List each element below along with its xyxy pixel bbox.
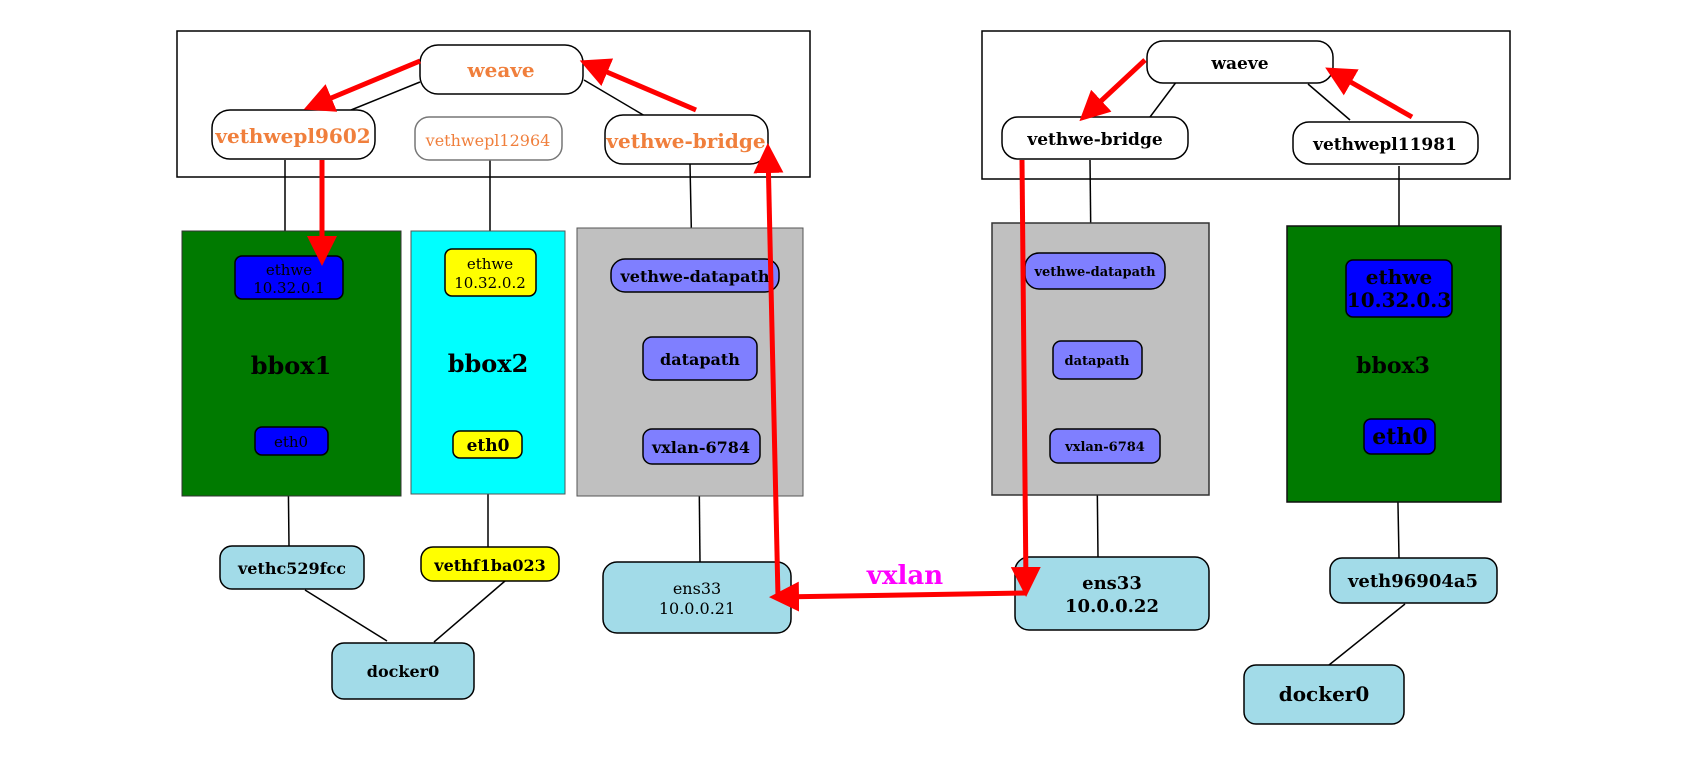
bbox2-ethwe-node[interactable] <box>444 248 537 297</box>
arrow-waeve-to-vethwe-bridge <box>1079 58 1147 122</box>
veth96904a5-label: veth96904a5 <box>1347 571 1478 592</box>
vethwe-bridge-label-host2: vethwe-bridge <box>1026 130 1162 150</box>
vethf1ba023-label: vethf1ba023 <box>433 556 545 575</box>
bbox3-ethwe-line2: 10.32.0.3 <box>1347 288 1451 312</box>
link-vethf1ba023-docker0 <box>433 580 506 643</box>
host2-weave-frame <box>981 30 1511 180</box>
host1-ens33-line1: ens33 <box>673 579 721 598</box>
host2-docker0-node[interactable] <box>1243 664 1405 725</box>
vethwe-bridge-node-host1[interactable] <box>604 114 769 165</box>
arrow-vethwepl11981-to-waeve <box>1325 67 1414 120</box>
link-waeve-vethwepl11981 <box>1307 83 1351 121</box>
vethwepl12964-label: vethwepl12964 <box>425 131 551 150</box>
waeve-bridge-node[interactable] <box>1146 40 1334 84</box>
vethwepl9602-label: vethwepl9602 <box>214 124 370 148</box>
host1-vxlan-label: vxlan-6784 <box>651 438 750 457</box>
host1-vethwe-datapath-node[interactable] <box>610 258 780 293</box>
bbox2-ethwe-line1: ethwe <box>467 255 513 273</box>
host1-datapath-label: datapath <box>660 350 740 369</box>
bbox3-ethwe-node[interactable] <box>1345 259 1453 318</box>
vethwepl9602-node[interactable] <box>211 109 376 160</box>
bbox2-ethwe-line2: 10.32.0.2 <box>454 274 526 292</box>
host2-datapath-node[interactable] <box>1052 340 1143 380</box>
bbox1-label: bbox1 <box>251 351 332 380</box>
host2-docker0-label: docker0 <box>1279 682 1370 706</box>
host2-vxlan-label: vxlan-6784 <box>1064 440 1145 455</box>
bbox3-ethwe-line1: ethwe <box>1366 265 1432 289</box>
arrow-weave-to-vethwepl9602 <box>303 58 421 112</box>
host1-docker0-label: docker0 <box>367 662 439 681</box>
arrow-bridge-to-ens33-host2 <box>1010 159 1041 597</box>
host2-vethwe-datapath-label: vethwe-datapath <box>1033 265 1156 280</box>
arrow-bridge-to-weave <box>579 58 697 113</box>
host1-docker0-node[interactable] <box>331 642 475 700</box>
bbox2-eth0-label: eth0 <box>467 436 510 456</box>
vethwepl11981-node[interactable] <box>1292 121 1479 165</box>
vethwepl11981-label: vethwepl11981 <box>1312 135 1457 155</box>
host2-ens33-line2: 10.0.0.22 <box>1065 596 1159 617</box>
packet-flow-path <box>303 58 1414 612</box>
vethwe-bridge-label-host1: vethwe-bridge <box>605 129 765 153</box>
vethf1ba023-node[interactable] <box>420 546 560 582</box>
host1-weave-frame <box>176 30 811 178</box>
veth96904a5-node[interactable] <box>1329 557 1498 604</box>
vethwepl12964-node[interactable] <box>414 116 563 161</box>
bbox2-eth0-node[interactable] <box>452 430 523 459</box>
host1-vethwe-datapath-label: vethwe-datapath <box>620 267 770 286</box>
waeve-label: waeve <box>1210 54 1268 74</box>
bbox1-eth0-node[interactable] <box>254 426 329 456</box>
bbox1-ethwe-line2: 10.32.0.1 <box>253 279 325 297</box>
vethc529fcc-label: vethc529fcc <box>237 559 346 578</box>
link-vethc529fcc-docker0 <box>304 589 388 642</box>
weave-label: weave <box>466 58 534 82</box>
host2-datapath-label: datapath <box>1065 354 1130 369</box>
bbox3-eth0-node[interactable] <box>1363 418 1436 455</box>
link-weave-vethwepl9602 <box>350 81 421 111</box>
bbox1-eth0-label: eth0 <box>274 433 308 451</box>
arrow-vxlan-tunnel <box>769 581 1027 612</box>
arrow-ens33-to-bridge-host1 <box>753 143 784 598</box>
bbox1-ethwe-line1: ethwe <box>266 261 312 279</box>
bbox3-eth0-label: eth0 <box>1372 424 1427 450</box>
link-waeve-vethwe-bridge <box>1149 80 1178 118</box>
host1-datapath-node[interactable] <box>642 336 758 381</box>
bbox3-label: bbox3 <box>1356 353 1430 379</box>
bbox2-label: bbox2 <box>448 349 529 378</box>
host1-links <box>284 79 701 643</box>
vxlan-label: vxlan <box>866 561 943 591</box>
host1-vxlan-node[interactable] <box>642 428 761 465</box>
host1-ens33-line2: 10.0.0.21 <box>659 599 735 618</box>
bbox1-ethwe-node[interactable] <box>234 255 344 300</box>
vethc529fcc-node[interactable] <box>219 545 365 590</box>
link-veth96904a5-docker0 <box>1328 603 1406 666</box>
host2-vxlan-node[interactable] <box>1049 428 1161 464</box>
host2-ens33-line1: ens33 <box>1082 573 1142 594</box>
